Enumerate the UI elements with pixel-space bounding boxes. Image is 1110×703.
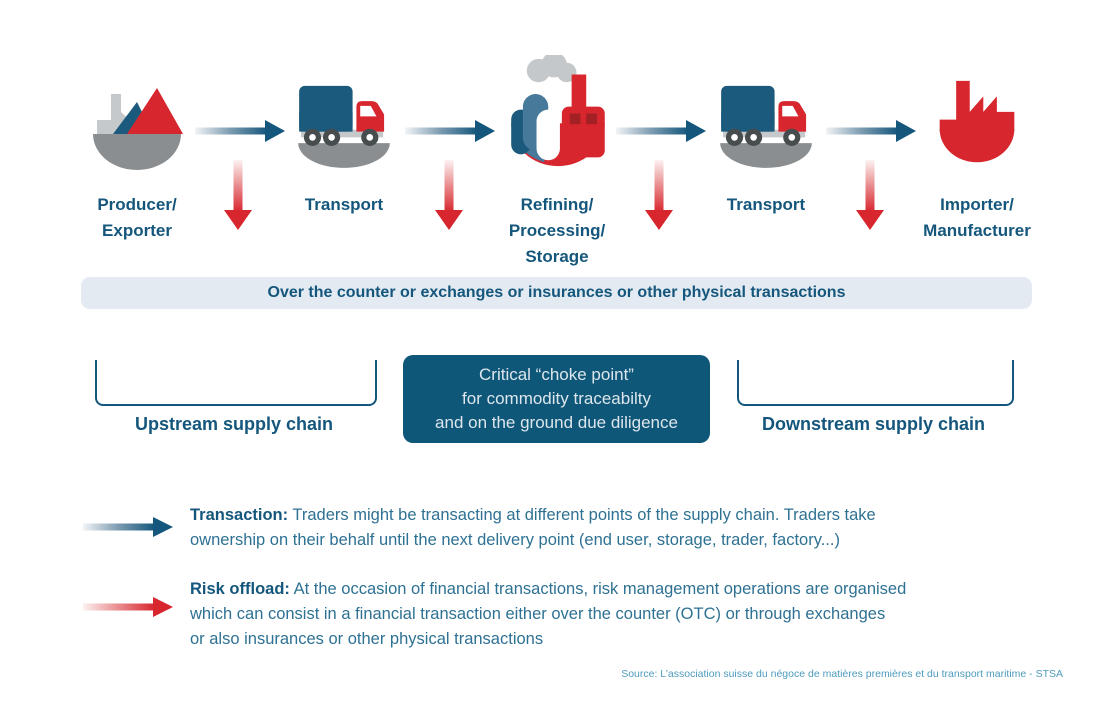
otc-banner-text: Over the counter or exchanges or insuran…	[267, 284, 846, 301]
legend-transaction-desc: Traders might be transacting at differen…	[190, 506, 876, 549]
risk-offload-arrow-icon	[224, 160, 252, 230]
risk-offload-arrow-icon	[435, 160, 463, 230]
node-label: Transport	[726, 195, 806, 214]
legend-risk-offload: Risk offload: At the occasion of financi…	[190, 577, 1030, 652]
flow-node-transport-2: Transport	[671, 70, 861, 218]
truck-icon	[249, 70, 439, 170]
risk-offload-arrow-icon	[856, 160, 884, 230]
otc-banner: Over the counter or exchanges or insuran…	[81, 277, 1032, 309]
transaction-arrow-icon	[826, 120, 916, 142]
refinery-icon	[462, 55, 652, 170]
transaction-arrow-icon	[83, 517, 173, 537]
truck-icon	[671, 70, 861, 170]
transaction-arrow-icon	[195, 120, 285, 142]
choke-point-box: Critical “choke point” for commodity tra…	[403, 355, 710, 443]
ship-cargo-icon	[42, 70, 232, 170]
risk-offload-arrow-icon	[645, 160, 673, 230]
upstream-bracket	[95, 360, 377, 406]
transaction-arrow-icon	[405, 120, 495, 142]
factory-icon	[882, 70, 1072, 170]
upstream-label: Upstream supply chain	[134, 414, 334, 434]
node-label: Refining/ Processing/ Storage	[508, 195, 606, 266]
legend-transaction-term: Transaction:	[190, 506, 289, 524]
legend-risk-offload-term: Risk offload:	[190, 580, 290, 598]
node-label: Transport	[304, 195, 384, 214]
risk-offload-arrow-icon	[83, 597, 173, 617]
legend-transaction: Transaction: Traders might be transactin…	[190, 503, 1030, 553]
legend-risk-offload-desc: At the occasion of financial transaction…	[190, 580, 907, 648]
source-attribution: Source: L’association suisse du négoce d…	[621, 668, 1063, 680]
flow-node-transport-1: Transport	[249, 70, 439, 218]
transaction-arrow-icon	[616, 120, 706, 142]
flow-node-producer-exporter: Producer/ Exporter	[42, 70, 232, 244]
flow-node-importer: Importer/ Manufacturer	[882, 70, 1072, 244]
node-label: Producer/ Exporter	[97, 195, 177, 240]
downstream-label: Downstream supply chain	[761, 414, 986, 434]
node-label: Importer/ Manufacturer	[923, 195, 1031, 240]
choke-point-text: Critical “choke point” for commodity tra…	[435, 365, 678, 432]
flow-node-refining: Refining/ Processing/ Storage	[462, 55, 652, 270]
downstream-bracket	[737, 360, 1014, 406]
